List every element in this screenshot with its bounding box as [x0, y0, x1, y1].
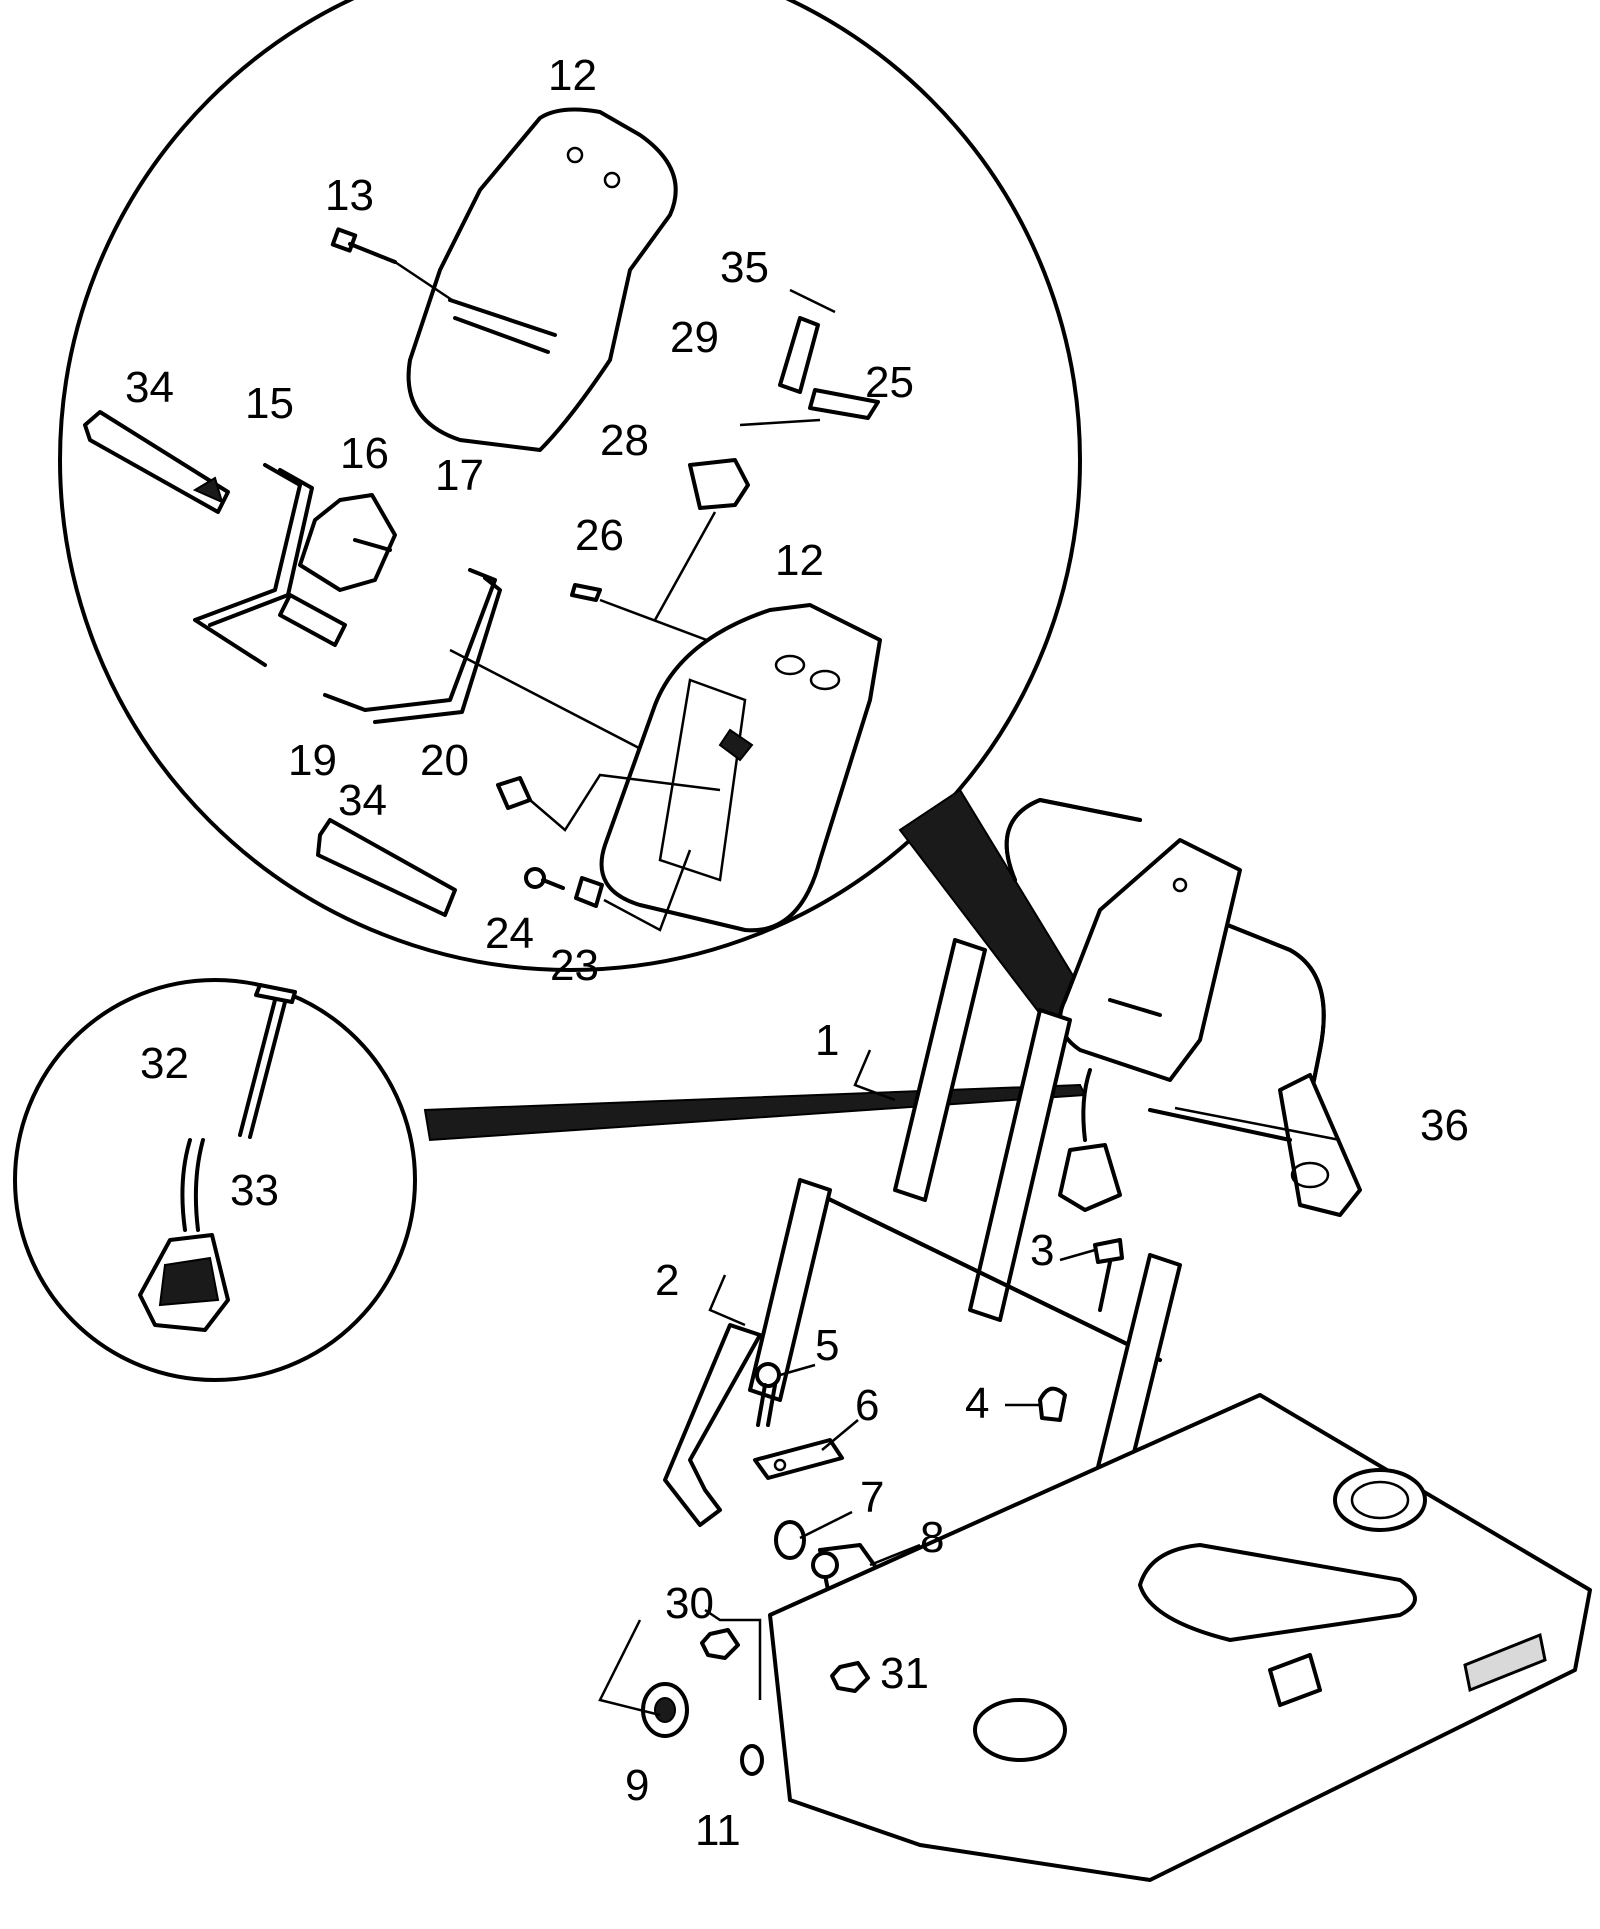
screw-13-part — [330, 227, 456, 304]
callout-25: 28 — [600, 416, 649, 465]
callout-33: 31 — [880, 1649, 929, 1698]
callout-28: 23 — [550, 941, 599, 990]
callout-13: 13 — [325, 171, 374, 220]
connector-20-part — [496, 773, 721, 832]
power-cord-part — [1058, 1068, 1122, 1212]
callout-6: 6 — [855, 1381, 879, 1430]
callout-35: 35 — [720, 243, 769, 292]
side-panel-34-bottom — [316, 818, 457, 917]
bracket-15-part — [193, 463, 314, 667]
tube-1-part — [893, 938, 1072, 1322]
callout-26: 29 — [670, 313, 719, 362]
callout-4: 4 — [965, 1379, 989, 1428]
bolt-3-part — [1093, 1238, 1124, 1312]
bracket-36-part — [1148, 1073, 1362, 1217]
callout-17: 17 — [435, 451, 484, 500]
plug-32-part — [138, 1138, 230, 1332]
callout-9: 9 — [625, 1761, 649, 1810]
crossbar-part — [798, 1183, 1162, 1362]
clamp-6-part — [753, 1438, 844, 1480]
callout-23: 25 — [865, 358, 914, 407]
wheel-9-part — [641, 1682, 689, 1738]
callout-3: 3 — [1030, 1226, 1054, 1275]
callout-8: 8 — [920, 1513, 944, 1562]
handle-bar-part — [1004, 798, 1326, 1152]
callout-5: 5 — [815, 1321, 839, 1370]
callout-7: 7 — [860, 1473, 884, 1522]
base-plate-part — [768, 1393, 1592, 1882]
callout-19: 19 — [288, 736, 337, 785]
screw-5-part — [755, 1362, 781, 1427]
callout-36: 36 — [1420, 1101, 1469, 1150]
ring-7-part — [774, 1520, 806, 1560]
callout-16: 16 — [340, 429, 389, 478]
callout-34b: 34 — [338, 776, 387, 825]
callout-2: 2 — [655, 1256, 679, 1305]
handle-head-part — [1058, 838, 1242, 1082]
screw-29-part — [524, 867, 565, 890]
cap-4-part — [1038, 1386, 1067, 1422]
nut-30-part — [700, 1628, 740, 1660]
lower-housing-part — [599, 603, 882, 933]
nut-33-part — [830, 1661, 870, 1693]
callout-12b: 12 — [775, 536, 824, 585]
callout-32: 33 — [230, 1166, 279, 1215]
leader-lines — [598, 1049, 1341, 1717]
spacer-28-part — [574, 849, 692, 932]
side-panel-34-top — [83, 410, 230, 514]
callout-29: 24 — [485, 909, 534, 958]
callout-30: 30 — [665, 1579, 714, 1628]
callout-24: 26 — [575, 511, 624, 560]
cable-31-part — [238, 983, 297, 1139]
callout-11: 11 — [695, 1806, 741, 1855]
callout-20: 20 — [420, 736, 469, 785]
callout-labels: 12 13 35 29 25 34 15 28 16 17 26 12 19 2… — [125, 51, 1469, 1855]
callout-15: 15 — [245, 379, 294, 428]
callout-34a: 34 — [125, 363, 174, 412]
switch-16-part — [278, 493, 397, 647]
fuse-holder-parts — [653, 288, 880, 621]
ring-11-part — [740, 1744, 764, 1776]
callout-1: 1 — [815, 1016, 839, 1065]
upper-cover-part — [406, 107, 678, 452]
callout-31: 32 — [140, 1039, 189, 1088]
callout-12a: 12 — [548, 51, 597, 100]
